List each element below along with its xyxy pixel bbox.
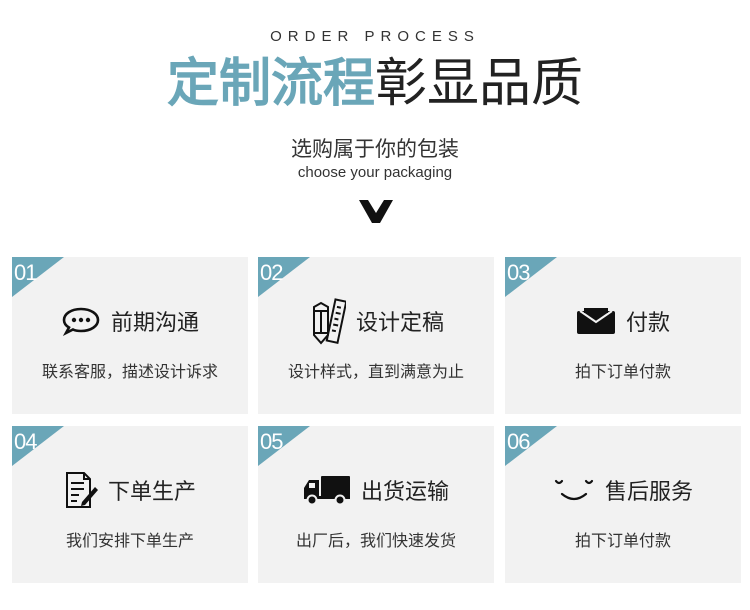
step-badge bbox=[12, 426, 64, 466]
step-description: 联系客服，描述设计诉求 bbox=[41, 362, 218, 381]
chat-bubble-icon bbox=[61, 306, 101, 336]
step-badge bbox=[505, 257, 557, 297]
subtitle-chinese: 选购属于你的包装 bbox=[291, 137, 459, 161]
step-number: 04 bbox=[14, 429, 38, 454]
title-accent: 定制流程 bbox=[166, 54, 375, 114]
step-card-payment: 03 付款 拍下订单付款 bbox=[505, 257, 741, 414]
subtitle-english: choose your packaging bbox=[297, 164, 453, 181]
truck-icon bbox=[303, 474, 351, 506]
step-card-design: 02 设计定稿 设计样式，直到满意为止 bbox=[258, 257, 494, 414]
document-edit-icon bbox=[64, 471, 98, 509]
step-description: 设计样式，直到满意为止 bbox=[287, 362, 464, 381]
wallet-icon bbox=[576, 307, 616, 335]
pencil-ruler-icon bbox=[308, 297, 346, 345]
step-card-production: 04 下单生产 我们安排下单生产 bbox=[12, 426, 248, 583]
step-badge bbox=[12, 257, 64, 297]
step-number: 02 bbox=[260, 260, 284, 285]
step-number: 06 bbox=[507, 429, 531, 454]
step-title: 出货运输 bbox=[360, 480, 449, 505]
step-title: 下单生产 bbox=[107, 480, 196, 505]
step-number: 05 bbox=[260, 429, 284, 454]
step-title: 售后服务 bbox=[604, 480, 693, 505]
step-number: 03 bbox=[507, 260, 531, 285]
step-card-communication: 01 前期沟通 联系客服，描述设计诉求 bbox=[12, 257, 248, 414]
step-badge bbox=[258, 426, 310, 466]
step-description: 拍下订单付款 bbox=[574, 531, 671, 550]
step-title: 前期沟通 bbox=[110, 311, 199, 336]
step-description: 出厂后，我们快速发货 bbox=[295, 531, 456, 550]
step-card-aftersales: 06 售后服务 拍下订单付款 bbox=[505, 426, 741, 583]
smile-icon bbox=[553, 475, 595, 505]
step-badge bbox=[505, 426, 557, 466]
page-title: 定制流程彰显品质 bbox=[0, 52, 750, 116]
step-title: 设计定稿 bbox=[355, 311, 444, 336]
step-title: 付款 bbox=[625, 311, 670, 336]
step-description: 拍下订单付款 bbox=[574, 362, 671, 381]
step-description: 我们安排下单生产 bbox=[65, 531, 194, 550]
step-card-shipping: 05 出货运输 出厂后，我们快速发货 bbox=[258, 426, 494, 583]
eyebrow-label: ORDER PROCESS bbox=[270, 28, 480, 45]
step-badge bbox=[258, 257, 310, 297]
chevron-down-icon bbox=[359, 200, 393, 223]
step-number: 01 bbox=[14, 260, 38, 285]
title-rest: 彰显品质 bbox=[375, 54, 584, 114]
